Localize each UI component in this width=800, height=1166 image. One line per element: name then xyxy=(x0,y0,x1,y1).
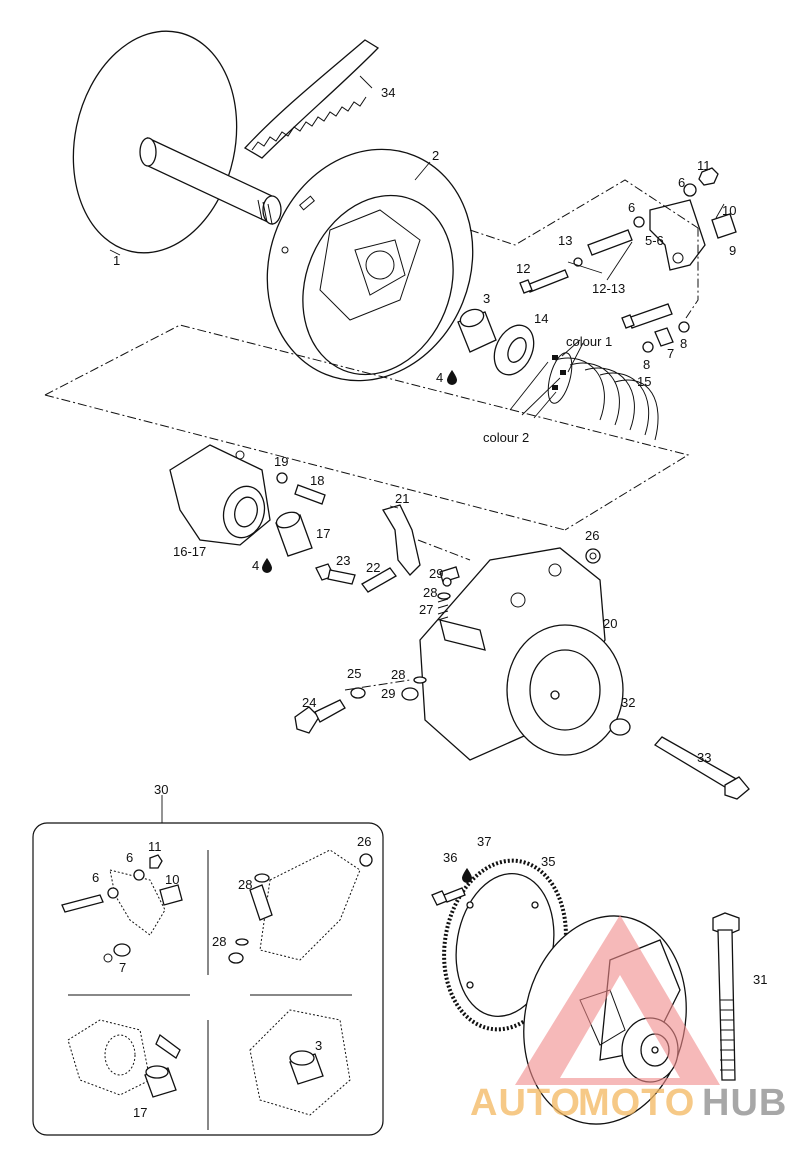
part-label: 12-13 xyxy=(592,281,625,296)
brand-watermark: AUTO MOTO HUB xyxy=(470,915,787,1124)
part-label: 18 xyxy=(310,473,324,488)
part-label: 8 xyxy=(680,336,687,351)
part-label: 26 xyxy=(585,528,599,543)
colour-2-callout: colour 2 xyxy=(483,430,529,445)
bolt-33 xyxy=(609,718,750,800)
oil-drop-icon xyxy=(462,868,472,883)
clutch-housing xyxy=(401,547,624,761)
part-label: 28 xyxy=(423,585,437,600)
part-label: 17 xyxy=(133,1105,147,1120)
part-label: 22 xyxy=(366,560,380,575)
part-label: 17 xyxy=(316,526,330,541)
part-label: 1 xyxy=(113,253,120,268)
part-label: 36 xyxy=(443,850,457,865)
part-label: 3 xyxy=(483,291,490,306)
part-label: 14 xyxy=(534,311,548,326)
roller-arm-assembly xyxy=(519,167,737,353)
part-label: 37 xyxy=(477,834,491,849)
part-label: 25 xyxy=(347,666,361,681)
part-label: 10 xyxy=(165,872,179,887)
watermark-auto: AUTO xyxy=(470,1082,581,1124)
part-label: 15 xyxy=(637,374,651,389)
part-label: 8 xyxy=(643,357,650,372)
part-label: 4 xyxy=(252,558,259,573)
part-label: 29 xyxy=(381,686,395,701)
part-label: 28 xyxy=(391,667,405,682)
part-label: 10 xyxy=(722,203,736,218)
part-label: 4 xyxy=(436,370,443,385)
bushing-3 xyxy=(457,308,497,353)
part-label: 35 xyxy=(541,854,555,869)
part-label: 6 xyxy=(628,200,635,215)
part-label: 24 xyxy=(302,695,316,710)
watermark-hub: HUB xyxy=(702,1082,787,1124)
bolt-31 xyxy=(712,912,740,1081)
kit-box xyxy=(32,795,384,1136)
watermark-moto: MOTO xyxy=(578,1082,695,1124)
lever-21 xyxy=(382,504,421,576)
part-label: 7 xyxy=(667,346,674,361)
part-label: 31 xyxy=(753,972,767,987)
part-label: 7 xyxy=(119,960,126,975)
part-label: 13 xyxy=(558,233,572,248)
spring-15 xyxy=(547,352,659,441)
part-label: 6 xyxy=(92,870,99,885)
oil-drop-icon xyxy=(447,370,457,385)
drive-belt xyxy=(243,39,380,159)
part-label: 16-17 xyxy=(173,544,206,559)
spider-cam xyxy=(169,444,326,557)
part-label: 27 xyxy=(419,602,433,617)
bolt-23 xyxy=(315,563,356,585)
part-label: 23 xyxy=(336,553,350,568)
part-label: 6 xyxy=(678,175,685,190)
part-label: 20 xyxy=(603,616,617,631)
part-label: 26 xyxy=(357,834,371,849)
washer-25 xyxy=(350,687,366,699)
part-label: 30 xyxy=(154,782,168,797)
part-label: 21 xyxy=(395,491,409,506)
watermark-triangle xyxy=(515,915,720,1085)
part-label: 5-6 xyxy=(645,233,664,248)
oil-drop-icon xyxy=(262,558,272,573)
washer-14 xyxy=(493,324,535,376)
part-label: 32 xyxy=(621,695,635,710)
part-label: 33 xyxy=(697,750,711,765)
part-label: 9 xyxy=(729,243,736,258)
part-label: 34 xyxy=(381,85,395,100)
part-label: 11 xyxy=(697,158,711,173)
fixed-sheave xyxy=(72,30,282,254)
part-label: 3 xyxy=(315,1038,322,1053)
pin-22 xyxy=(361,567,397,593)
part-label: 28 xyxy=(212,934,226,949)
movable-sheave-housing xyxy=(266,148,474,382)
bolt-24 xyxy=(294,699,346,734)
part-label: 12 xyxy=(516,261,530,276)
part-label: 19 xyxy=(274,454,288,469)
colour-1-callout: colour 1 xyxy=(566,334,612,349)
leader-lines xyxy=(109,75,633,509)
assembly-guide-lines xyxy=(44,179,699,691)
part-label: 29 xyxy=(429,566,443,581)
screw-36 xyxy=(431,887,466,906)
part-label: 11 xyxy=(148,839,162,854)
part-label: 28 xyxy=(238,877,252,892)
part-labels: 1 2 3 4 5-6 6 6 7 8 8 9 10 11 12 12-13 1… xyxy=(92,85,767,1120)
part-label: 6 xyxy=(126,850,133,865)
part-label: 2 xyxy=(432,148,439,163)
